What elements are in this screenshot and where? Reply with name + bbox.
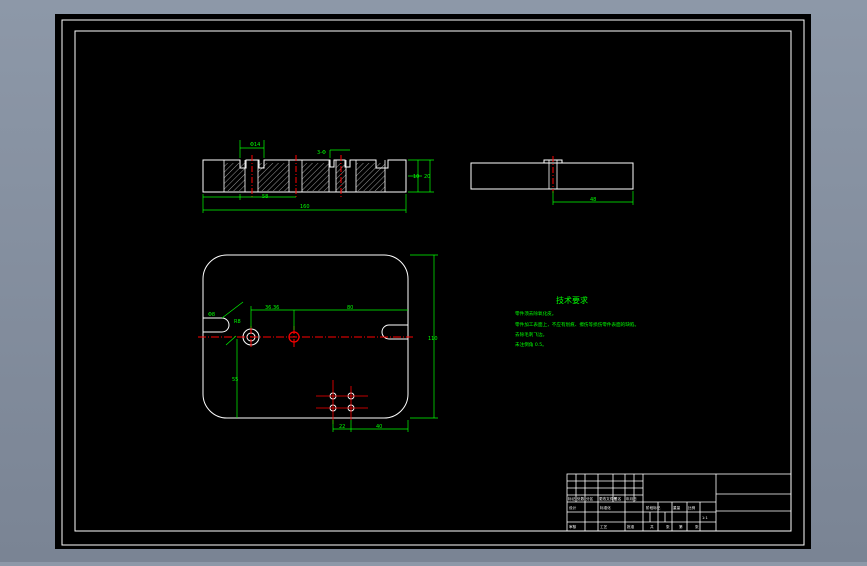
dim-slot-label: 3-Φ bbox=[317, 150, 326, 156]
dim-total-length: 160 bbox=[300, 204, 310, 210]
top-dimension-lines bbox=[221, 254, 438, 432]
tb-cell-scale-label: 比例 bbox=[688, 505, 696, 510]
tb-cell-approve: 批准 bbox=[627, 524, 635, 529]
note-line-1: 零件须去除氧化皮。 bbox=[515, 310, 556, 317]
dim-bottom-2: 40 bbox=[376, 424, 382, 430]
tb-cell-std: 标准化 bbox=[600, 505, 611, 510]
tb-cell-process: 工艺 bbox=[600, 524, 608, 529]
tb-cell-count: 处数 bbox=[577, 496, 585, 501]
tb-cell-no: 第 bbox=[679, 524, 683, 529]
dim-x2: 80 bbox=[347, 305, 353, 311]
hole-pattern-centerlines bbox=[316, 380, 368, 424]
hatch-region-5 bbox=[356, 163, 385, 191]
tb-cell-sheet: 张 bbox=[695, 524, 699, 529]
top-plan-view[interactable]: 36.36 80 110 55 R8 Φ8 22 40 bbox=[198, 254, 438, 432]
tb-cell-sheets: 张 bbox=[666, 524, 670, 529]
tb-cell-total: 共 bbox=[650, 524, 654, 529]
dim-top-width: Φ14 bbox=[250, 142, 260, 148]
dim-left-sub: 58 bbox=[262, 194, 268, 200]
hatch-region-1 bbox=[224, 163, 245, 191]
hatch-region-2 bbox=[258, 163, 289, 191]
model-space-background bbox=[55, 14, 811, 549]
tb-cell-date: 年月日 bbox=[626, 496, 637, 501]
right-open-slot bbox=[381, 324, 408, 340]
front-section-view[interactable]: Φ14 3-Φ 58 160 10 20 bbox=[202, 140, 434, 213]
side-dimension-lines bbox=[552, 191, 634, 205]
title-block-grid bbox=[566, 473, 792, 532]
tb-cell-stage: 阶段标记 bbox=[646, 505, 661, 510]
front-centerlines bbox=[251, 155, 342, 197]
dim-slot: Φ8 bbox=[208, 312, 215, 318]
dim-x1: 36.36 bbox=[265, 305, 279, 311]
note-line-4: 未注倒角 0.5。 bbox=[515, 341, 547, 348]
side-view[interactable]: 48 bbox=[470, 156, 634, 205]
dim-bottom-1: 22 bbox=[339, 424, 345, 430]
dim-height: 110 bbox=[428, 336, 438, 342]
tb-cell-weight: 重量 bbox=[673, 505, 681, 510]
dim-radius: R8 bbox=[234, 319, 241, 325]
tb-cell-change: 更改文件号 bbox=[599, 496, 617, 501]
inner-drawing-frame bbox=[74, 30, 792, 532]
side-outline bbox=[470, 162, 634, 190]
technical-requirements[interactable]: 技术要求 零件须去除氧化皮。 零件加工表面上，不应有划痕、擦伤等损伤零件表面的缺… bbox=[515, 295, 639, 348]
outer-sheet-border bbox=[61, 19, 805, 546]
tb-cell-sign: 签名 bbox=[614, 496, 622, 501]
left-open-slot bbox=[203, 317, 230, 333]
tb-cell-zone: 分区 bbox=[586, 496, 594, 501]
dim-left-h: 55 bbox=[232, 377, 238, 383]
tb-cell-design: 设计 bbox=[569, 505, 577, 510]
title-block-text: 标记 处数 分区 更改文件号 签名 年月日 设计 标准化 阶段标记 重量 比例 … bbox=[568, 496, 708, 529]
title-block[interactable]: 标记 处数 分区 更改文件号 签名 年月日 设计 标准化 阶段标记 重量 比例 … bbox=[566, 473, 792, 532]
tb-scale-value: 1:1 bbox=[702, 516, 708, 520]
notes-title: 技术要求 bbox=[556, 295, 588, 305]
dim-right-h2: 20 bbox=[424, 174, 430, 180]
hatch-group bbox=[224, 163, 385, 191]
tb-cell-review: 审核 bbox=[569, 524, 577, 529]
front-dimension-lines bbox=[202, 140, 434, 213]
dim-side-width: 48 bbox=[590, 197, 596, 203]
tb-cell-mark: 标记 bbox=[568, 496, 576, 501]
note-line-2: 零件加工表面上，不应有划痕、擦伤等损伤零件表面的缺陷。 bbox=[515, 321, 639, 328]
hole-edges bbox=[223, 160, 386, 192]
hatch-region-3 bbox=[302, 163, 329, 191]
note-line-3: 去除毛刺飞边。 bbox=[515, 331, 547, 338]
front-outline bbox=[202, 159, 407, 193]
dim-right-h1: 10 bbox=[413, 174, 419, 180]
